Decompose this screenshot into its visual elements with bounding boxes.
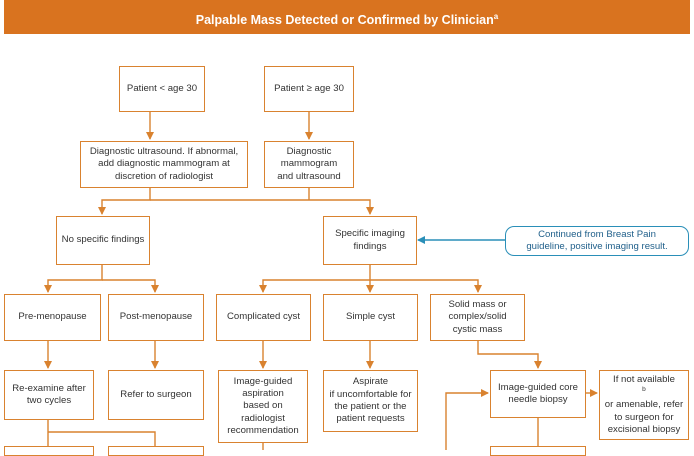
node-refer-to-surgeon: Refer to surgeon [108,370,204,420]
node-aspirate: Aspirate if uncomfortable for the patien… [323,370,418,432]
node-partial-bottom-right [490,446,586,456]
node-partial-bottom-mid [108,446,204,456]
node-pre-menopause: Pre-menopause [4,294,101,341]
node-image-guided-aspiration: Image-guided aspiration based on radiolo… [218,370,308,443]
title-banner: Palpable Mass Detected or Confirmed by C… [4,0,690,34]
edge-specific-to-complicated-cyst [259,265,371,293]
edge-no-findings-to-post-menopause [102,279,159,293]
node-no-specific-findings: No specific findings [56,216,150,265]
edge-specific-to-solid-mass [370,279,482,293]
edge-loop-into-core-needle [445,389,489,450]
edge-diag-us-to-specific-findings [150,199,374,215]
node-complicated-cyst: Complicated cyst [216,294,311,341]
edge-diag-us-to-no-findings [98,188,151,215]
node-partial-bottom-left [4,446,94,456]
node-core-needle-biopsy: Image-guided core needle biopsy [490,370,586,418]
title-footnote-marker: a [493,12,499,21]
node-simple-cyst: Simple cyst [323,294,418,341]
node-reexamine: Re-examine after two cycles [4,370,94,420]
node-diagnostic-mammogram-ultrasound: Diagnostic mammogram and ultrasound [264,141,354,188]
note-breast-pain-continued: Continued from Breast Pain guideline, po… [505,226,689,256]
edge-reexamine-branch-down [48,431,156,450]
node-post-menopause: Post-menopause [108,294,204,341]
node-specific-imaging-findings: Specific imaging findings [323,216,417,265]
node-solid-mass: Solid mass or complex/solid cystic mass [430,294,525,341]
edge-solid-mass-to-core-needle [477,341,542,369]
page-title: Palpable Mass Detected or Confirmed by C… [195,13,494,28]
edge-no-findings-to-pre-menopause [44,265,103,293]
node-diagnostic-ultrasound: Diagnostic ultrasound. If abnormal, add … [80,141,248,188]
footnote-marker-b: b [642,386,646,393]
node-patient-30-plus: Patient ≥ age 30 [264,66,354,112]
node-patient-under-30: Patient < age 30 [119,66,205,112]
